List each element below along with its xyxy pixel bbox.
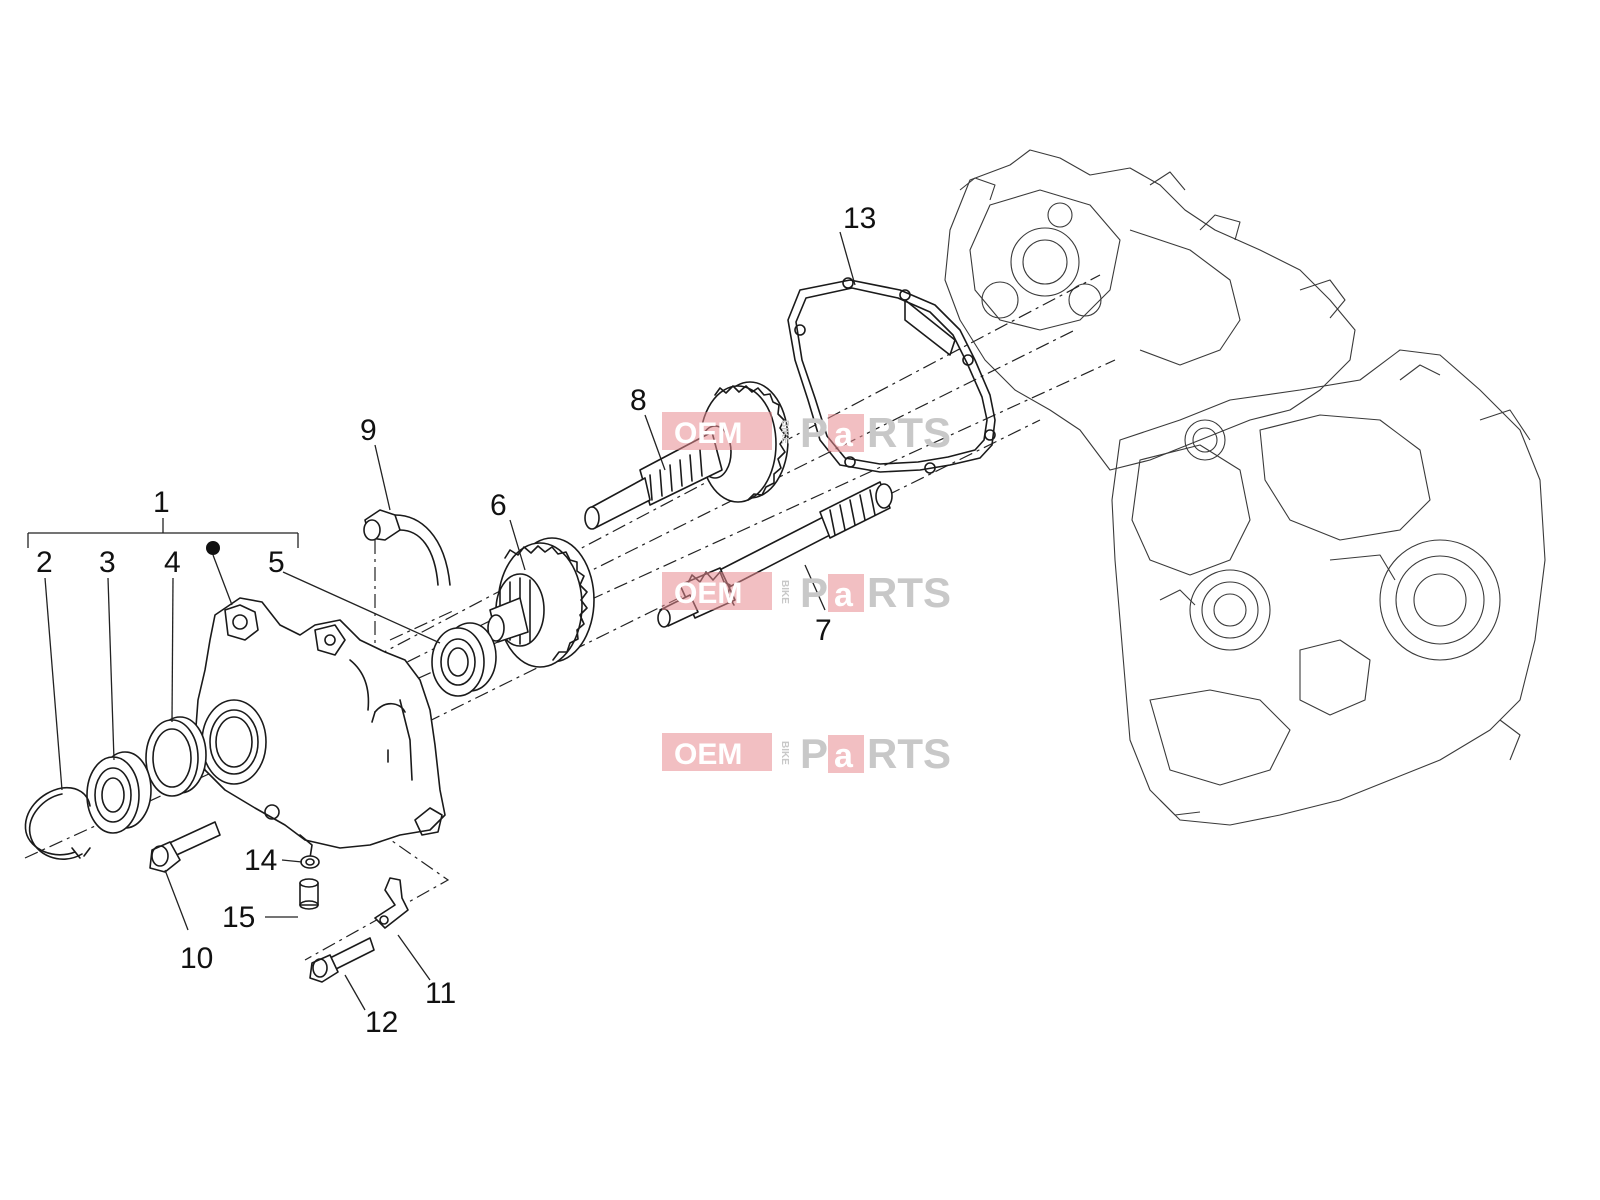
watermark-a-text: a <box>834 416 854 454</box>
watermark-oem-text: OEM <box>674 577 742 610</box>
part-5-bearing <box>431 622 497 697</box>
part-6-intermediate-gear <box>487 537 595 668</box>
part-8-gear-shaft <box>584 381 789 530</box>
filled-circle-marker-icon <box>206 541 220 555</box>
watermark-bike-text: BIKE <box>779 741 790 765</box>
watermark-p-text: P <box>800 569 828 616</box>
watermark-p-text: P <box>800 409 828 456</box>
watermark-p-text: P <box>800 730 828 777</box>
callout-3: 3 <box>99 546 116 579</box>
callout-2: 2 <box>36 546 53 579</box>
callout-8: 8 <box>630 384 647 417</box>
callout-6: 6 <box>490 489 507 522</box>
leader-lines <box>27 231 856 1011</box>
callout-15: 15 <box>222 901 255 934</box>
watermark-a-text: a <box>834 576 854 614</box>
watermark-bike-text: BIKE <box>779 420 790 444</box>
part-11-clamp-bracket <box>374 877 409 929</box>
watermark-rts-text: RTS <box>867 409 951 456</box>
callout-labels: 1 2 3 4 5 6 7 8 9 10 11 12 13 14 15 <box>36 202 876 1039</box>
callout-10: 10 <box>180 942 213 975</box>
callout-12: 12 <box>365 1006 398 1039</box>
part-12-screw <box>309 937 375 983</box>
part-13-gasket <box>787 277 996 474</box>
callout-13: 13 <box>843 202 876 235</box>
watermark-a-text: a <box>834 737 854 775</box>
part-15-plug-screw <box>299 878 319 910</box>
watermark-middle: OEM BIKE P a RTS <box>662 569 951 616</box>
part-10-bolt <box>149 821 221 873</box>
callout-14: 14 <box>244 844 277 877</box>
watermark-oem-text: OEM <box>674 738 742 771</box>
part-2-circlip <box>24 786 91 860</box>
cover-housing <box>194 597 446 859</box>
engine-crankcase <box>944 149 1546 826</box>
callout-9: 9 <box>360 414 377 447</box>
callout-1: 1 <box>153 486 170 519</box>
part-4-oil-seal <box>145 716 207 797</box>
watermark-bike-text: BIKE <box>779 580 790 604</box>
watermark-top: OEM BIKE P a RTS <box>662 409 951 456</box>
watermark-rts-text: RTS <box>867 730 951 777</box>
watermark-bottom: OEM BIKE P a RTS <box>662 730 951 777</box>
watermark-oem-text: OEM <box>674 417 742 450</box>
callout-5: 5 <box>268 546 285 579</box>
callout-7: 7 <box>815 614 832 647</box>
callout-4: 4 <box>164 546 181 579</box>
part-9-breather-hose <box>363 509 451 586</box>
watermark-rts-text: RTS <box>867 569 951 616</box>
callout-11: 11 <box>425 977 456 1010</box>
part-3-bearing <box>86 751 152 834</box>
part-14-washer <box>300 855 320 869</box>
